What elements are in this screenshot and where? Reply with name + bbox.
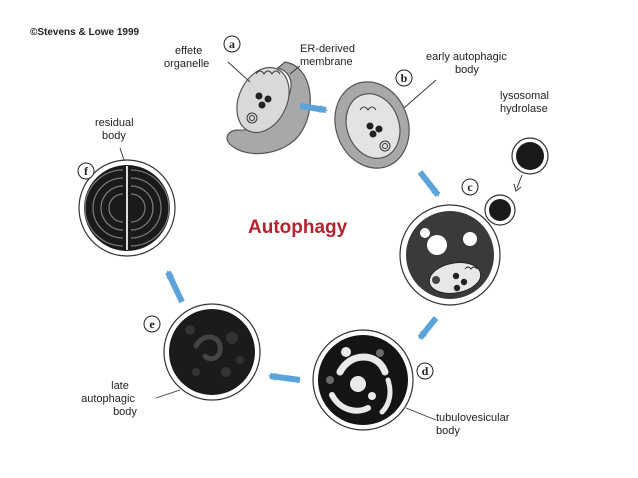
label-early-body: body <box>455 64 479 76</box>
label-tubulovesicular: tubulovesicular <box>436 412 510 424</box>
stage-letter-d: d <box>422 364 429 378</box>
stage-c-fusion <box>399 194 516 306</box>
stage-letter-f: f <box>84 164 89 178</box>
label-organelle: organelle <box>164 58 209 70</box>
label-late-autophagic: autophagic <box>81 393 135 405</box>
lysosomal-hydrolase-vesicle <box>511 137 549 192</box>
stage-d-tubulovesicular-body <box>312 329 414 431</box>
stage-e-late-autophagic-body <box>163 303 261 401</box>
leader-lines <box>119 61 437 421</box>
copyright-text: ©Stevens & Lowe 1999 <box>30 27 140 38</box>
arrow-d-to-e <box>268 372 301 383</box>
label-early-autophagic: early autophagic <box>426 51 507 63</box>
label-residual-body: body <box>102 130 126 142</box>
progression-arrows <box>165 103 441 383</box>
label-lysosomal: lysosomal <box>500 90 549 102</box>
diagram-title: Autophagy <box>248 217 348 238</box>
arrow-e-to-f <box>165 270 185 304</box>
stage-letter-a: a <box>229 37 235 51</box>
stage-letter-b: b <box>401 71 408 85</box>
label-effete: effete <box>175 45 202 57</box>
stage-b-early-autophagic-body <box>334 81 410 169</box>
label-er-derived: ER-derived <box>300 43 355 55</box>
stage-letters: a b c d e f <box>77 35 479 380</box>
stage-a-organelle <box>226 61 311 155</box>
stage-letter-c: c <box>467 180 473 194</box>
label-membrane: membrane <box>300 56 353 68</box>
stage-letter-e: e <box>149 317 155 331</box>
label-late-body: body <box>113 406 137 418</box>
label-late: late <box>111 380 129 392</box>
arrow-b-to-c <box>417 170 441 197</box>
text-labels: effete organelle ER-derived membrane ear… <box>81 43 549 437</box>
arrow-a-to-b <box>299 103 328 114</box>
label-hydrolase: hydrolase <box>500 103 548 115</box>
label-tubulo-body: body <box>436 425 460 437</box>
stage-f-residual-body <box>78 159 176 257</box>
arrow-c-to-d <box>417 316 439 340</box>
label-residual: residual <box>95 117 134 129</box>
